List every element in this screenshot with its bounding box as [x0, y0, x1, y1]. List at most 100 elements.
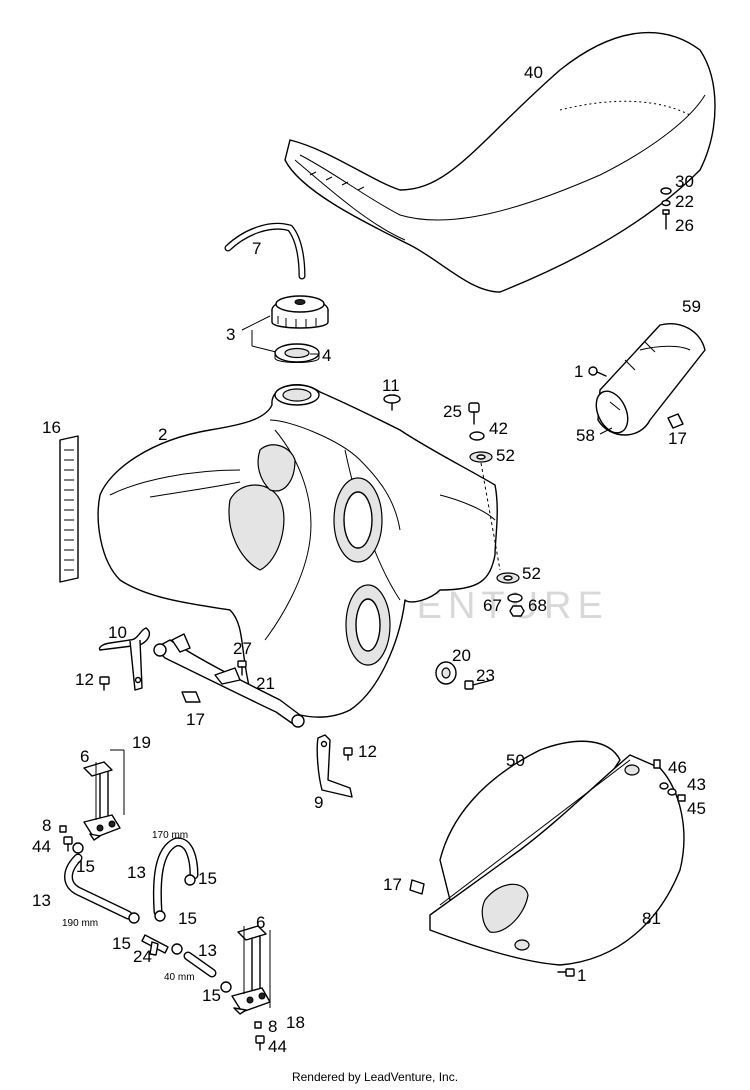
callout-30: 30: [675, 172, 694, 191]
callout-2: 2: [158, 425, 167, 444]
clamp-15-hose-upper: [184, 874, 196, 886]
callout-10: 10: [108, 623, 127, 642]
seat-part-40: [284, 31, 716, 293]
bolt-44-right: [255, 1035, 265, 1051]
callout-81: 81: [642, 909, 661, 928]
callout-12-right: 12: [358, 742, 377, 761]
callout-7: 7: [252, 239, 261, 258]
tee-fitting-24: [141, 934, 169, 956]
callout-19: 19: [132, 733, 151, 752]
callout-52-upper: 52: [496, 446, 515, 465]
bolt-26: [662, 209, 670, 230]
breather-hose-7: [224, 222, 306, 280]
screw-27: [237, 660, 247, 676]
protector-strip-16: [59, 435, 79, 583]
callout-18: 18: [286, 1013, 305, 1032]
bolt-12-left: [99, 676, 110, 691]
dimension-190mm: 190 mm: [62, 918, 98, 929]
dimension-170mm: 170 mm: [152, 830, 188, 841]
callout-17-cover: 17: [383, 875, 402, 894]
washer-67: [507, 593, 523, 603]
callout-15-bottom: 15: [202, 986, 221, 1005]
bracket-9: [316, 734, 353, 798]
subframe-bar-21: [153, 633, 305, 728]
callout-4: 4: [322, 346, 331, 365]
bolt-12-right: [343, 747, 353, 761]
nut-68: [509, 605, 525, 617]
callout-8-left: 8: [42, 816, 51, 835]
footer-credit: Rendered by LeadVenture, Inc.: [291, 1070, 459, 1084]
callout-15-upper: 15: [198, 869, 217, 888]
callout-44-left: 44: [32, 837, 51, 856]
callout-40: 40: [524, 63, 543, 82]
callout-58: 58: [576, 426, 595, 445]
callout-13-upper: 13: [127, 863, 146, 882]
clip-17-toolbag: [667, 413, 684, 429]
callout-24: 24: [133, 947, 152, 966]
callout-59: 59: [682, 297, 701, 316]
callout-17-toolbag: 17: [668, 429, 687, 448]
washer-42: [469, 431, 485, 441]
fuel-tap-18: [231, 925, 271, 1015]
callout-44-right: 44: [268, 1037, 287, 1056]
callout-46: 46: [668, 758, 687, 777]
callout-9: 9: [314, 793, 323, 812]
callout-27: 27: [233, 639, 252, 658]
callout-13-left: 13: [32, 891, 51, 910]
callout-67: 67: [483, 596, 502, 615]
cap-seal-4: [274, 343, 320, 363]
washer-22: [661, 199, 671, 207]
rubber-bushing-20: [435, 661, 457, 685]
callout-21: 21: [256, 674, 275, 693]
callout-labels: 40 30 22 2 6 7 3 4 59 1 58 17 11 25 42 52…: [32, 63, 706, 1056]
dimension-40mm: 40 mm: [164, 972, 195, 983]
rubber-52-upper: [469, 451, 493, 463]
callout-43: 43: [687, 775, 706, 794]
fuel-hose-13-left: [64, 853, 133, 920]
callout-25: 25: [443, 402, 462, 421]
fuel-hose-13-upper: [152, 837, 199, 917]
washer-46: [659, 782, 669, 790]
callout-1-toolbag: 1: [574, 362, 583, 381]
callout-6-left: 6: [80, 747, 89, 766]
callout-16: 16: [42, 418, 61, 437]
screw-1-cover: [557, 968, 575, 977]
rubber-52-lower: [496, 572, 520, 584]
callout-45: 45: [687, 799, 706, 818]
callout-50: 50: [506, 751, 525, 770]
callout-15-lower-left: 15: [112, 934, 131, 953]
callout-12-left: 12: [75, 670, 94, 689]
callout-6-right: 6: [256, 913, 265, 932]
callout-3: 3: [226, 325, 235, 344]
screw-8-right: [254, 1021, 262, 1029]
callout-11: 11: [382, 376, 400, 395]
callout-15-mid: 15: [178, 909, 197, 928]
callout-17-bracket: 17: [186, 710, 205, 729]
clamp-15-hose-left: [128, 912, 140, 924]
clip-17-bracket: [181, 691, 201, 703]
fuel-hose-13-lower: [183, 951, 217, 978]
callout-15-left: 15: [76, 857, 95, 876]
callout-68: 68: [528, 596, 547, 615]
screw-45: [677, 794, 686, 802]
fuel-cap-3: [271, 295, 329, 329]
washer-30: [660, 187, 672, 195]
nut-43: [667, 788, 677, 796]
screw-8-left: [59, 825, 67, 833]
bolt-23: [464, 679, 493, 690]
leader-lines: [95, 315, 613, 1008]
bracket-10: [98, 627, 151, 691]
callout-22: 22: [675, 192, 694, 211]
callout-20: 20: [452, 646, 471, 665]
fuel-tap-19: [83, 761, 121, 841]
bolt-44-left: [63, 836, 73, 852]
callout-42: 42: [489, 419, 508, 438]
clamp-15-tap-left: [72, 842, 84, 854]
dimension-notes: 170 mm 190 mm 40 mm: [62, 830, 195, 983]
side-cover-50-81: [429, 740, 685, 966]
screw-1-toolbag: [588, 366, 607, 377]
clamp-15-hose-mid: [154, 910, 166, 922]
fuel-tank-2: [97, 384, 498, 718]
